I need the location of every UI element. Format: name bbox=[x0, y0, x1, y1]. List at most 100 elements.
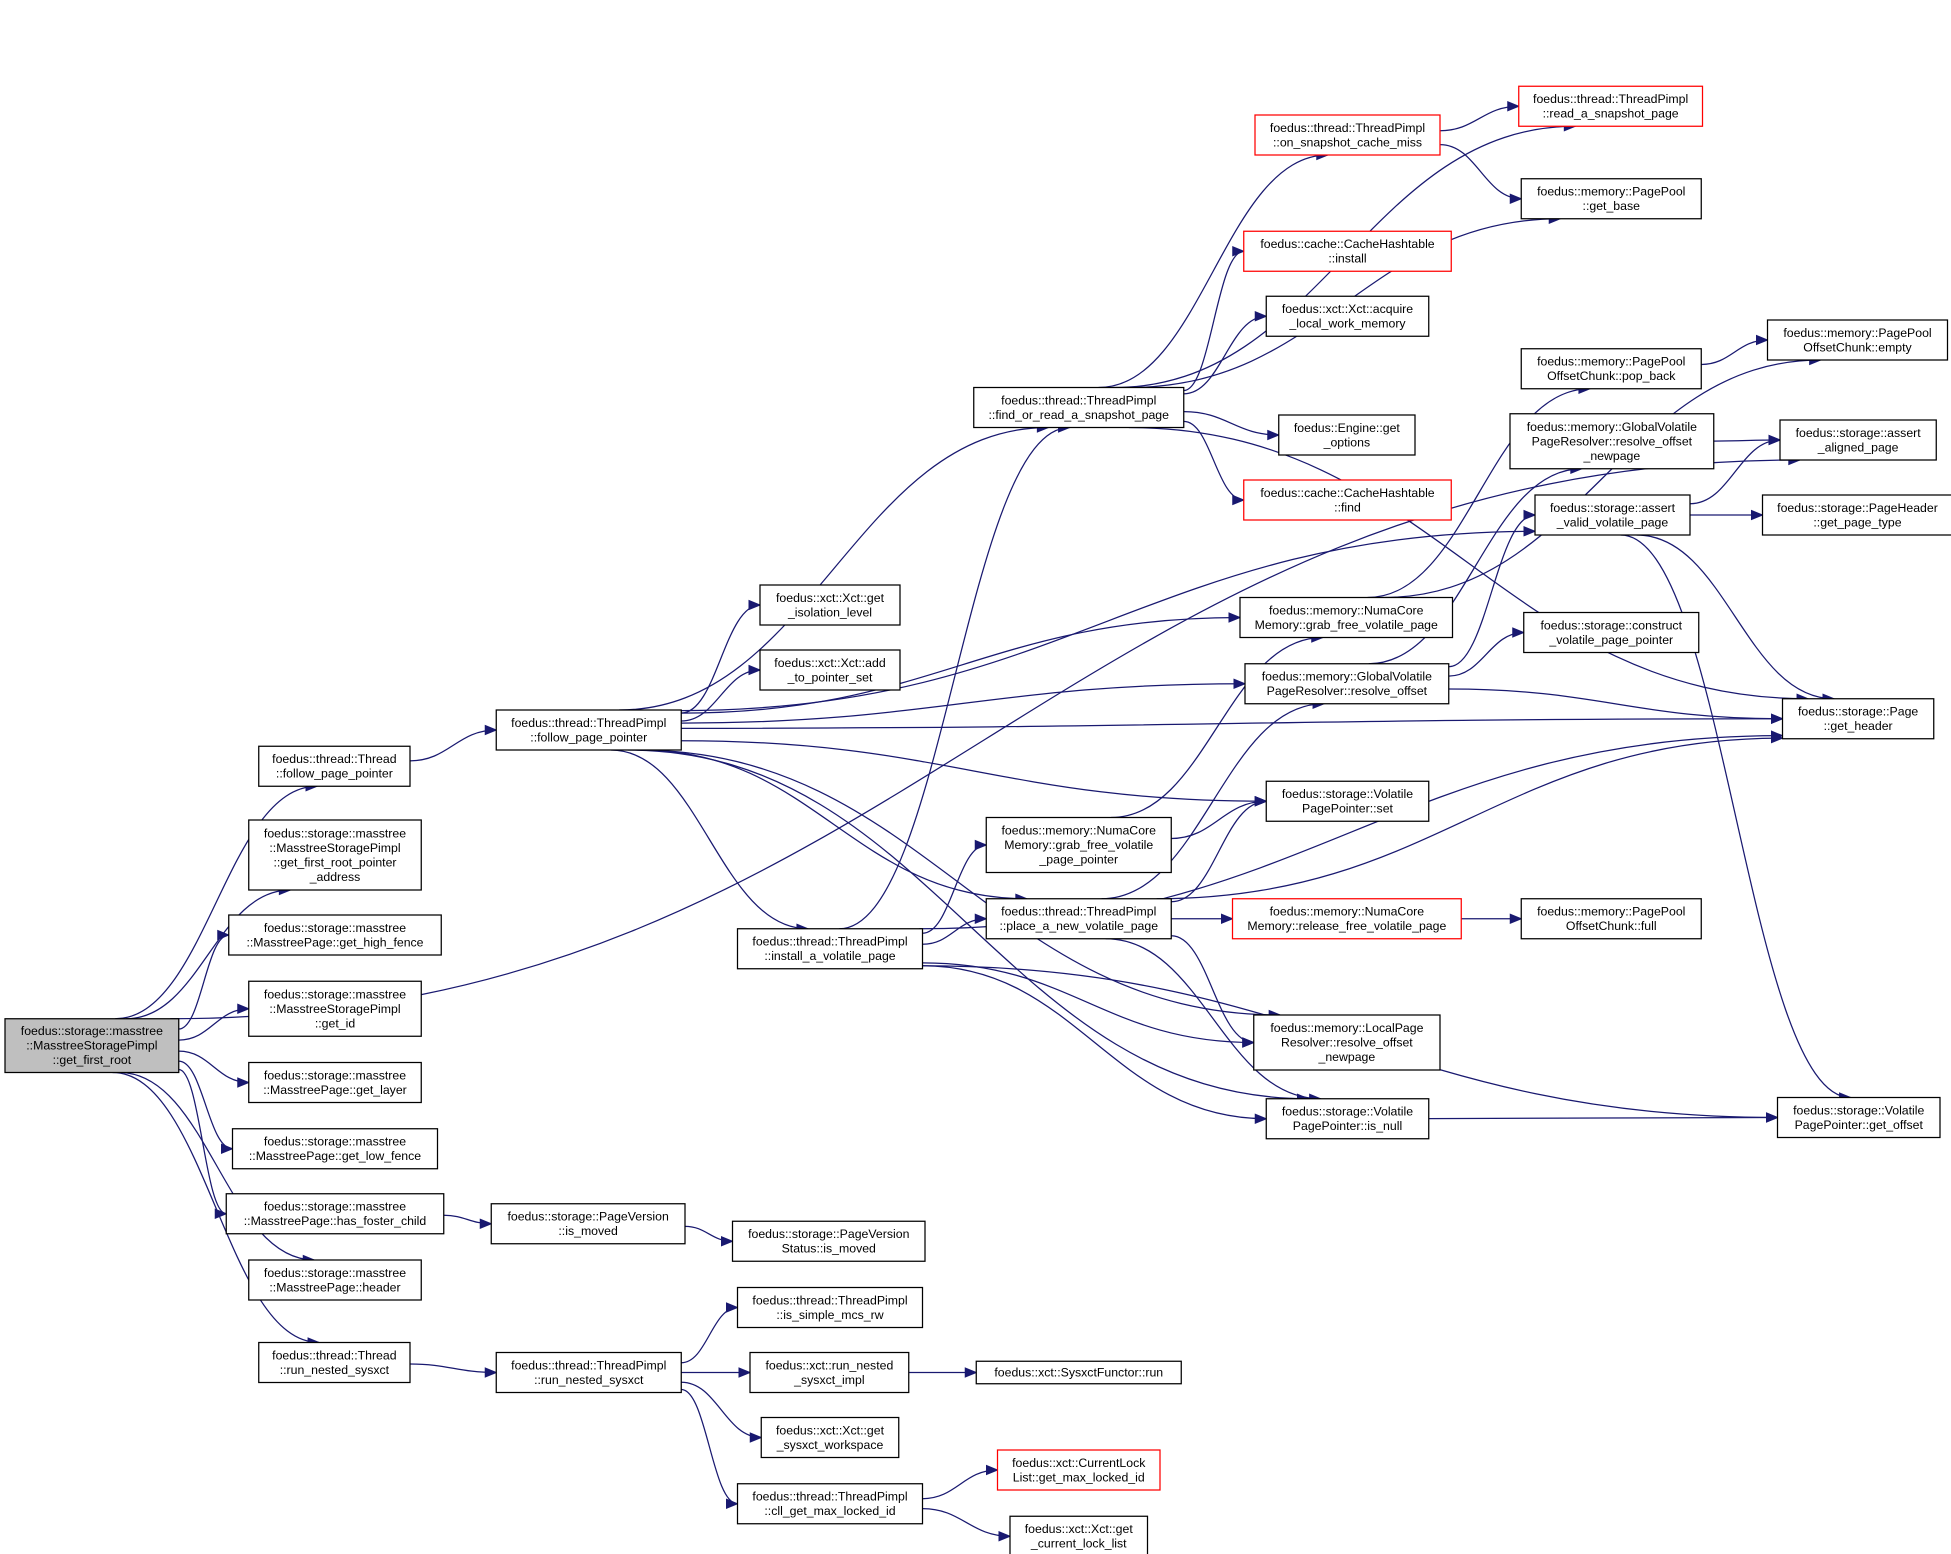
node-thr-rns[interactable]: foedus::thread::Thread::run_nested_sysxc… bbox=[258, 1341, 411, 1384]
node-oscm[interactable]: foedus::thread::ThreadPimpl::on_snapshot… bbox=[1254, 114, 1441, 156]
node-atps[interactable]: foedus::xct::Xct::add_to_pointer_set bbox=[759, 649, 901, 691]
edge-root-to-mheader bbox=[119, 1071, 315, 1261]
node-mheader[interactable]: foedus::storage::masstree::MasstreePage:… bbox=[248, 1259, 422, 1301]
node-pv-im[interactable]: foedus::storage::PageVersion::is_moved bbox=[490, 1203, 686, 1245]
node-pgh[interactable]: foedus::storage::Page::get_header bbox=[1781, 698, 1935, 740]
node-chinst[interactable]: foedus::cache::CacheHashtable::install bbox=[1243, 230, 1452, 272]
node-label-line: foedus::cache::CacheHashtable bbox=[1260, 237, 1434, 251]
node-rasp[interactable]: foedus::thread::ThreadPimpl::read_a_snap… bbox=[1518, 85, 1704, 127]
node-label-line: ::MasstreePage::get_high_fence bbox=[246, 935, 423, 949]
node-label-line: Status::is_moved bbox=[782, 1242, 876, 1256]
node-gfrpa[interactable]: foedus::storage::masstree::MasstreeStora… bbox=[248, 819, 422, 891]
node-label-line: foedus::storage::masstree bbox=[264, 921, 406, 935]
node-label-line: _newpage bbox=[1582, 449, 1640, 463]
node-label-line: ::MasstreeStoragePimpl bbox=[269, 841, 400, 855]
node-avvp[interactable]: foedus::storage::assert_valid_volatile_p… bbox=[1534, 494, 1691, 536]
edge-avvp-to-vpp_go bbox=[1620, 534, 1851, 1099]
node-box bbox=[228, 914, 442, 956]
node-label-line: PageResolver::resolve_offset bbox=[1532, 434, 1693, 448]
node-vpp-isnull[interactable]: foedus::storage::VolatilePagePointer::is… bbox=[1265, 1098, 1430, 1140]
node-label-line: ::get_header bbox=[1824, 719, 1893, 733]
node-clgm[interactable]: foedus::xct::CurrentLockList::get_max_lo… bbox=[996, 1449, 1161, 1491]
edge-tp_fpp-to-panvp bbox=[640, 749, 1027, 900]
node-phgpt[interactable]: foedus::storage::PageHeader::get_page_ty… bbox=[1761, 494, 1951, 536]
node-box bbox=[1265, 295, 1430, 337]
edge-arrowhead bbox=[1233, 678, 1247, 689]
node-panvp[interactable]: foedus::thread::ThreadPimpl::place_a_new… bbox=[985, 898, 1172, 940]
node-gsw[interactable]: foedus::xct::Xct::get_sysxct_workspace bbox=[760, 1416, 900, 1459]
node-label-line: foedus::xct::Xct::get bbox=[1025, 1522, 1134, 1536]
edge-arrowhead bbox=[986, 1464, 999, 1476]
node-aap[interactable]: foedus::storage::assert_aligned_page bbox=[1779, 419, 1937, 461]
node-label-line: _aligned_page bbox=[1817, 440, 1899, 454]
node-label-line: foedus::storage::masstree bbox=[264, 987, 406, 1001]
node-ncm-rfvp[interactable]: foedus::memory::NumaCoreMemory::release_… bbox=[1231, 898, 1462, 940]
node-vpp-go[interactable]: foedus::storage::VolatilePagePointer::ge… bbox=[1776, 1096, 1941, 1139]
node-label-line: foedus::memory::PagePool bbox=[1783, 326, 1931, 340]
node-tp-fpp[interactable]: foedus::thread::ThreadPimpl::follow_page… bbox=[495, 709, 682, 751]
edge-forsp-to-pgh bbox=[1128, 426, 1809, 700]
node-gvpr-ron[interactable]: foedus::memory::GlobalVolatilePageResolv… bbox=[1509, 413, 1715, 470]
node-label-line: foedus::memory::PagePool bbox=[1537, 185, 1685, 199]
node-box bbox=[1265, 780, 1430, 822]
node-hfc[interactable]: foedus::storage::masstree::MasstreePage:… bbox=[225, 1193, 445, 1235]
node-label-line: _to_pointer_set bbox=[787, 670, 873, 684]
node-lpr-ron[interactable]: foedus::memory::LocalPageResolver::resol… bbox=[1253, 1014, 1441, 1071]
node-thr-fpp[interactable]: foedus::thread::Thread::follow_page_poin… bbox=[258, 745, 411, 787]
node-box bbox=[1520, 898, 1702, 940]
node-ego[interactable]: foedus::Engine::get_options bbox=[1278, 414, 1416, 456]
node-alwm[interactable]: foedus::xct::Xct::acquire_local_work_mem… bbox=[1265, 295, 1430, 337]
edge-forsp-to-oscm bbox=[1098, 154, 1328, 389]
edge-iavp-to-forsp bbox=[839, 426, 1070, 930]
node-sfrun[interactable]: foedus::xct::SysxctFunctor::run bbox=[975, 1360, 1182, 1385]
node-pvs-im[interactable]: foedus::storage::PageVersionStatus::is_m… bbox=[731, 1220, 926, 1262]
node-label-line: ::is_moved bbox=[558, 1224, 618, 1238]
node-gil[interactable]: foedus::xct::Xct::get_isolation_level bbox=[759, 584, 901, 626]
node-vpp-set[interactable]: foedus::storage::VolatilePagePointer::se… bbox=[1265, 780, 1430, 822]
node-label-line: foedus::memory::LocalPage bbox=[1270, 1021, 1423, 1035]
node-label-line: ::MasstreePage::header bbox=[269, 1280, 400, 1294]
node-ppoc-full[interactable]: foedus::memory::PagePoolOffsetChunk::ful… bbox=[1520, 898, 1702, 940]
edge-tp_fpp-to-gvpr_ro bbox=[681, 683, 1246, 724]
node-label-line: ::MasstreePage::get_low_fence bbox=[249, 1149, 421, 1163]
node-label-line: foedus::memory::NumaCore bbox=[1269, 603, 1424, 617]
node-label-line: _isolation_level bbox=[787, 605, 872, 619]
node-label-line: foedus::storage::masstree bbox=[264, 1068, 406, 1082]
node-label-line: _local_work_memory bbox=[1288, 317, 1406, 331]
node-tp-ismcs[interactable]: foedus::thread::ThreadPimpl::is_simple_m… bbox=[736, 1286, 924, 1329]
node-ppgb[interactable]: foedus::memory::PagePool::get_base bbox=[1520, 178, 1702, 220]
node-forsp[interactable]: foedus::thread::ThreadPimpl::find_or_rea… bbox=[973, 386, 1185, 429]
node-box bbox=[1509, 413, 1715, 470]
node-glf[interactable]: foedus::storage::masstree::MasstreePage:… bbox=[231, 1128, 439, 1170]
node-rnsi[interactable]: foedus::xct::run_nested_sysxct_impl bbox=[749, 1351, 910, 1394]
edge-gvpr_ro-to-avvp bbox=[1448, 514, 1536, 668]
node-gcll[interactable]: foedus::xct::Xct::get_current_lock_list bbox=[1009, 1515, 1149, 1554]
node-label-line: foedus::storage::masstree bbox=[264, 1266, 406, 1280]
node-ncm-gfvp[interactable]: foedus::memory::NumaCoreMemory::grab_fre… bbox=[1239, 596, 1454, 639]
edge-arrowhead bbox=[748, 664, 762, 676]
node-box bbox=[1523, 611, 1700, 654]
node-ghf[interactable]: foedus::storage::masstree::MasstreePage:… bbox=[228, 914, 442, 956]
node-iavp[interactable]: foedus::thread::ThreadPimpl::install_a_v… bbox=[736, 928, 924, 970]
node-ppoc-popback[interactable]: foedus::memory::PagePoolOffsetChunk::pop… bbox=[1520, 348, 1702, 390]
node-tp-rns[interactable]: foedus::thread::ThreadPimpl::run_nested_… bbox=[495, 1351, 682, 1394]
edge-root-to-thr_fpp bbox=[115, 785, 318, 1020]
node-label-line: _sysxct_workspace bbox=[776, 1438, 884, 1452]
node-ncm-gfvpp[interactable]: foedus::memory::NumaCoreMemory::grab_fre… bbox=[985, 816, 1172, 874]
node-root[interactable]: foedus::storage::masstree::MasstreeStora… bbox=[4, 1018, 180, 1074]
node-label-line: PagePointer::get_offset bbox=[1795, 1118, 1924, 1132]
node-chfind[interactable]: foedus::cache::CacheHashtable::find bbox=[1243, 479, 1452, 521]
node-label-line: foedus::memory::PagePool bbox=[1537, 355, 1685, 369]
node-box bbox=[1009, 1515, 1149, 1554]
edge-arrowhead bbox=[479, 1218, 493, 1229]
node-gvpr-ro[interactable]: foedus::memory::GlobalVolatilePageResolv… bbox=[1244, 663, 1450, 705]
node-gid[interactable]: foedus::storage::masstree::MasstreeStora… bbox=[248, 980, 422, 1037]
node-label-line: ::install_a_volatile_page bbox=[764, 949, 895, 963]
node-cvpp[interactable]: foedus::storage::construct_volatile_page… bbox=[1523, 611, 1700, 654]
node-cllgm[interactable]: foedus::thread::ThreadPimpl::cll_get_max… bbox=[736, 1483, 924, 1525]
node-box bbox=[258, 745, 411, 787]
edge-vpp_isnull-to-vpp_go bbox=[1428, 1116, 1778, 1120]
node-label-line: foedus::thread::ThreadPimpl bbox=[511, 1358, 666, 1372]
node-glayer[interactable]: foedus::storage::masstree::MasstreePage:… bbox=[248, 1061, 422, 1104]
node-ppoc-empty[interactable]: foedus::memory::PagePoolOffsetChunk::emp… bbox=[1766, 319, 1949, 361]
